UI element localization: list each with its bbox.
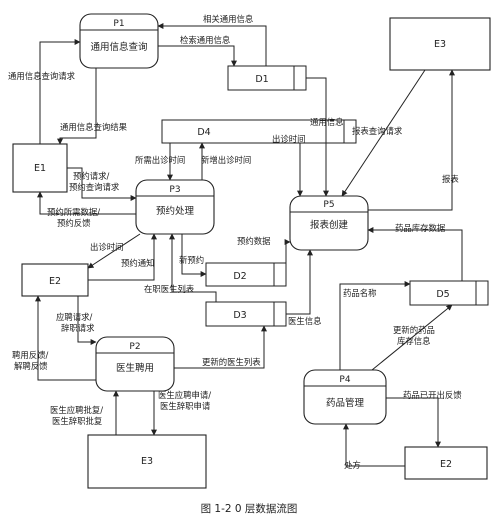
store-d1: D1	[227, 65, 307, 91]
flow-retrieve-info	[158, 45, 237, 67]
flow-doctor-info	[286, 249, 313, 315]
label-retrieve-info: 检索通用信息	[180, 35, 230, 45]
svg-text:E2: E2	[49, 276, 61, 287]
label-general-info: 通用信息	[310, 117, 344, 127]
svg-text:E3: E3	[141, 456, 153, 467]
svg-text:D2: D2	[233, 271, 246, 282]
flow-clinic-time-to-e2	[87, 233, 141, 269]
flow-report-query-request	[341, 69, 426, 197]
label-clinic-time-to-p5: 出诊时间	[272, 134, 306, 144]
entity-e2-right: E2	[404, 446, 488, 480]
svg-text:E1: E1	[34, 163, 46, 174]
flow-updated-stock	[371, 304, 453, 371]
flow-apply-request	[77, 296, 97, 345]
process-p2-id: P2	[129, 342, 140, 352]
flow-drug-name	[339, 281, 411, 370]
flow-drug-io-feedback	[386, 397, 441, 448]
label-booking-request-2: 预约查询请求	[69, 182, 120, 192]
entity-e2-left: E2	[21, 263, 89, 297]
label-booking-data-2: 预约反馈	[57, 218, 91, 228]
flow-general-query-result	[57, 68, 97, 145]
flow-doctor-list	[169, 233, 217, 302]
flow-updated-doctor-list	[174, 325, 267, 369]
store-d5: D5	[409, 280, 489, 306]
process-p4: P4 药品管理	[303, 369, 387, 425]
process-p5-id: P5	[323, 200, 334, 210]
label-prescription: 处方	[344, 460, 361, 470]
svg-text:D1: D1	[255, 74, 268, 85]
svg-text:D4: D4	[197, 127, 210, 138]
svg-text:E3: E3	[434, 39, 446, 50]
process-p3-id: P3	[169, 185, 180, 195]
label-hire-feedback-1: 聘用反馈/	[12, 350, 48, 360]
label-related-info: 相关通用信息	[203, 14, 253, 24]
label-doctor-approve-2: 医生辞职批复	[52, 416, 103, 426]
label-booking-notice: 预约通知	[121, 258, 155, 268]
process-p5-name: 报表创建	[310, 219, 349, 231]
process-p3-name: 预约处理	[156, 205, 195, 217]
store-d3: D3	[205, 301, 287, 327]
label-drug-io-feedback: 药品已开出反馈	[403, 390, 462, 400]
entity-e3-top: E3	[389, 17, 491, 71]
label-updated-doctor-list: 更新的医生列表	[202, 357, 261, 367]
label-doctor-info: 医生信息	[288, 316, 322, 326]
label-doctor-list: 在职医生列表	[144, 284, 195, 294]
label-general-query-request: 通用信息查询请求	[8, 71, 76, 81]
label-drug-name: 药品名称	[343, 288, 377, 298]
label-report-query-request: 报表查询请求	[352, 126, 403, 136]
process-p4-id: P4	[339, 375, 350, 385]
flow-prescription	[343, 423, 405, 467]
flow-related-info	[157, 23, 267, 66]
label-booking-request-1: 预约请求/	[73, 171, 109, 181]
flow-report	[368, 69, 455, 211]
flow-new-booking	[181, 234, 207, 277]
label-new-booking: 新预约	[179, 255, 204, 265]
entity-e3-bottom: E3	[87, 434, 207, 489]
svg-text:D5: D5	[436, 289, 449, 300]
flow-booking-notice	[88, 233, 157, 281]
label-booking-data-1: 预约所需数据/	[47, 207, 100, 217]
flow-general-info	[306, 77, 329, 197]
label-doctor-apply-1: 医生应聘申请/	[158, 390, 211, 400]
label-general-query-result: 通用信息查询结果	[60, 122, 128, 132]
flow-booking-data-to-p5	[284, 239, 291, 268]
label-hire-feedback-2: 解聘反馈	[14, 361, 48, 371]
process-p1: P1 通用信息查询	[79, 13, 159, 69]
process-p4-name: 药品管理	[326, 397, 365, 409]
figure-caption: 图 1-2 0 层数据流图	[201, 502, 298, 515]
label-needed-clinic-time: 所需出诊时间	[135, 155, 185, 165]
process-p2: P2 医生聘用	[95, 336, 175, 392]
label-booking-data-to-d2: 预约数据	[237, 236, 271, 246]
flow-general-query-request	[39, 39, 81, 144]
label-new-clinic-time: 新增出诊时间	[201, 155, 251, 165]
svg-text:D3: D3	[233, 310, 246, 321]
label-doctor-approve-1: 医生应聘批复/	[50, 405, 103, 415]
label-updated-stock-1: 更新的药品	[393, 325, 435, 335]
store-d2: D2	[205, 262, 287, 287]
process-p2-name: 医生聘用	[116, 362, 154, 374]
svg-text:E2: E2	[440, 459, 452, 470]
label-clinic-time-to-e2: 出诊时间	[90, 242, 124, 252]
process-p3: P3 预约处理	[135, 179, 215, 235]
flow-booking-data	[37, 191, 136, 215]
flow-drug-stock-data	[367, 227, 463, 281]
process-p1-name: 通用信息查询	[90, 41, 147, 53]
process-p1-id: P1	[113, 19, 124, 29]
label-drug-stock-data: 药品库存数据	[395, 223, 446, 233]
label-apply-req-2: 辞职请求	[61, 323, 95, 333]
label-apply-req-1: 应聘请求/	[56, 312, 92, 322]
flow-booking-request	[67, 167, 137, 201]
label-report: 报表	[442, 174, 459, 184]
entity-e1: E1	[12, 143, 68, 193]
label-doctor-apply-2: 医生辞职申请	[160, 401, 211, 411]
label-updated-stock-2: 库存信息	[397, 336, 431, 346]
store-d4: D4	[161, 119, 357, 144]
process-p5: P5 报表创建	[289, 195, 369, 251]
flow-hire-feedback	[35, 295, 96, 381]
